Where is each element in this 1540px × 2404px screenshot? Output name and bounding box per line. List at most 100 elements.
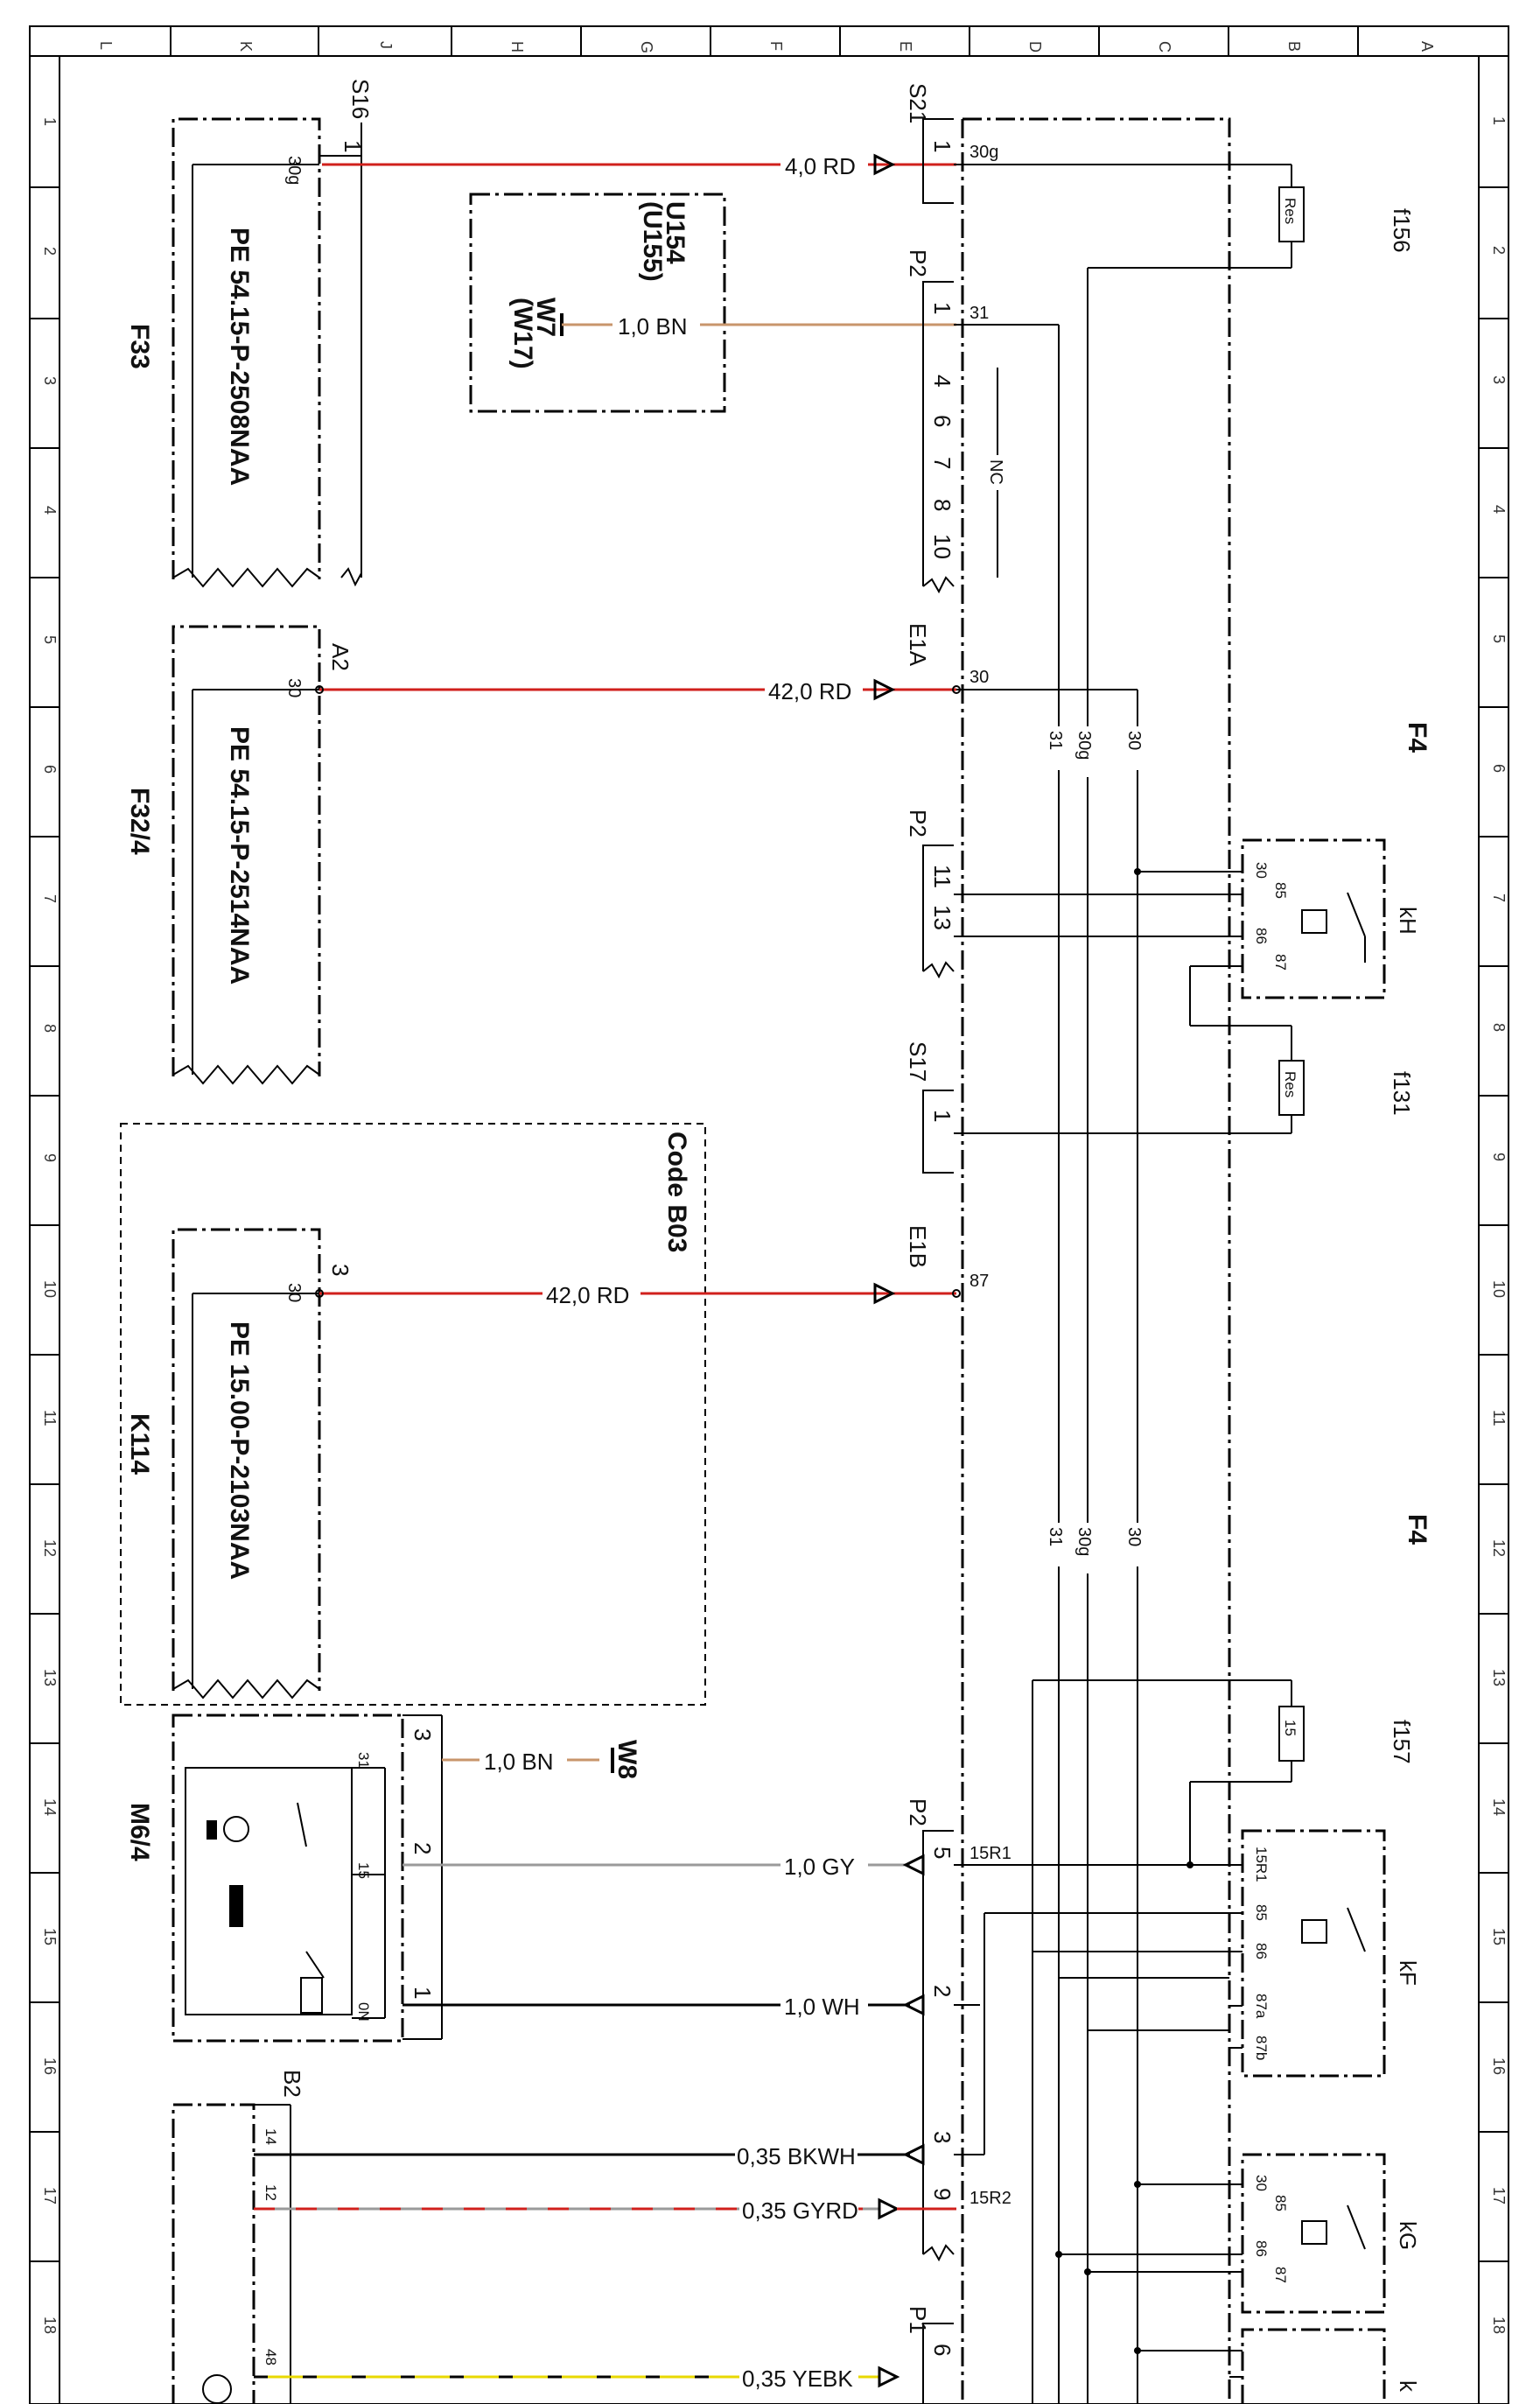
p2-pin-7: 7 — [929, 457, 956, 469]
nc-label: NC — [986, 459, 1005, 485]
p2-pin-3: 3 — [929, 2131, 956, 2143]
p1-pin-6: 6 — [929, 2344, 956, 2356]
row-label-9: 9 — [41, 1153, 59, 1162]
k114-pe-ref: PE 15.00-P-2103NAA — [225, 1321, 254, 1580]
f33-pin: 1 — [340, 140, 366, 152]
f33-terminal: 30g — [284, 156, 304, 185]
row-label-r3: 3 — [1490, 375, 1508, 384]
p2-pin-4: 4 — [929, 375, 956, 387]
m6-4-id: M6/4 — [125, 1803, 154, 1861]
row-label-r16: 16 — [1490, 2057, 1508, 2075]
fuse-f131-label: Res — [1282, 1071, 1298, 1097]
s21-label: S21 — [905, 83, 931, 123]
term-87: 87 — [970, 1272, 989, 1291]
col-label-j: J — [377, 41, 395, 49]
row-label-r8: 8 — [1490, 1023, 1508, 1032]
kf-pin-15r1: 15R1 — [1253, 1847, 1270, 1882]
col-label-h: H — [508, 41, 526, 53]
p2-label-a: P2 — [905, 249, 931, 277]
row-label-1: 1 — [41, 117, 59, 126]
row-label-6: 6 — [41, 765, 59, 774]
junctions — [315, 685, 1194, 2354]
row-label-r5: 5 — [1490, 634, 1508, 643]
code-b03: Code B03 — [662, 1132, 691, 1252]
e1a-label: E1A — [905, 623, 931, 667]
p2-pin-11: 11 — [929, 865, 956, 888]
p2-pin-2: 2 — [929, 1985, 956, 1997]
p2-pin-9: 9 — [929, 2188, 956, 2200]
kh-pin-30: 30 — [1253, 862, 1270, 879]
f4-label-a: F4 — [1403, 722, 1432, 753]
col-label-e: E — [897, 41, 914, 52]
s17-pin-1: 1 — [929, 1110, 956, 1122]
wire-label-4-0-rd: 4,0 RD — [785, 153, 856, 179]
bus-label-30g-a: 30g — [1074, 731, 1094, 760]
bus-label-31-a: 31 — [1046, 731, 1065, 750]
m6-4-num-1: 1 — [410, 1987, 436, 1999]
relay-k: k — [1229, 2328, 1421, 2404]
f4-label-b: F4 — [1403, 1514, 1432, 1545]
row-label-5: 5 — [41, 635, 59, 644]
f32-4-id: F32/4 — [125, 788, 154, 855]
frame-grid: L K J H G F E D C B A — [29, 25, 1509, 2404]
term-31: 31 — [970, 304, 989, 323]
harness-boundary — [962, 117, 1231, 2404]
relay-kg-coil-icon — [1301, 2220, 1327, 2245]
wire-label-1-0-gy: 1,0 GY — [784, 1854, 855, 1880]
row-label-15: 15 — [41, 1928, 59, 1945]
bus-label-31-b: 31 — [1046, 1527, 1065, 1546]
f33-id: F33 — [125, 324, 154, 369]
col-label-l: L — [97, 41, 115, 50]
row-label-r18: 18 — [1490, 2316, 1508, 2334]
row-label-7: 7 — [41, 894, 59, 903]
wire-label-1-0-bn: 1,0 BN — [618, 313, 688, 340]
kf-id: kF — [1395, 1960, 1421, 1986]
term-30g: 30g — [970, 143, 998, 162]
kg-id: kG — [1395, 2221, 1421, 2250]
wire-label-0-35-gyrd: 0,35 GYRD — [742, 2197, 858, 2224]
b2-pin-14: 14 — [262, 2128, 279, 2145]
row-label-r13: 13 — [1490, 1669, 1508, 1686]
kh-pin-85: 85 — [1272, 882, 1289, 899]
u154-id: U154 — [661, 201, 690, 264]
motor-icon — [223, 1816, 249, 1842]
kh-pin-87: 87 — [1272, 954, 1289, 971]
fuse-f131: Res f131 — [1229, 1025, 1415, 1134]
term-15r1: 15R1 — [970, 1844, 1012, 1863]
p2-label-b: P2 — [905, 810, 931, 838]
k114-pin: 3 — [327, 1264, 354, 1276]
col-label-f: F — [767, 41, 785, 51]
k114-id: K114 — [125, 1413, 154, 1475]
col-label-d: D — [1026, 41, 1044, 53]
m6-4-num-3: 3 — [410, 1728, 436, 1741]
p2-pin-6: 6 — [929, 415, 956, 427]
bus-label-30-b: 30 — [1124, 1527, 1144, 1546]
row-label-r15: 15 — [1490, 1928, 1508, 1945]
p2-label-c: P2 — [905, 1798, 931, 1826]
f33-connector: S16 — [347, 79, 374, 119]
wire-label-42-0-rd-a: 42,0 RD — [768, 678, 851, 704]
p2-pin-13: 13 — [929, 905, 956, 930]
row-label-11: 11 — [41, 1410, 59, 1426]
p1-label: P1 — [905, 2306, 931, 2334]
f32-4-pin: 30 — [284, 678, 304, 697]
col-label-c: C — [1156, 41, 1173, 53]
relay-coil-icon — [1301, 909, 1327, 934]
p2-connector-lower: P2 5 2 3 9 15R1 — [905, 1798, 1229, 2262]
relay-kg: 30 85 86 87 kG — [1229, 2153, 1421, 2314]
relay-kf: 15R1 85 86 87a 87b kF — [1229, 1829, 1421, 2078]
m6-4-pin-0n: 0N — [355, 2002, 372, 2022]
relay-kh: 30 85 86 87 kH — [1189, 838, 1421, 1027]
kf-pin-87b: 87b — [1253, 2036, 1270, 2060]
f33-block: 30g 1 S16 F33 PE 54.15-P-2508NAA — [125, 79, 374, 588]
row-label-r9: 9 — [1490, 1153, 1508, 1161]
m6-4-pin-31: 31 — [355, 1752, 372, 1769]
row-label-r17: 17 — [1490, 2187, 1508, 2204]
f32-4-block: 30 A2 F32/4 PE 54.15-P-2514NAA — [125, 625, 354, 1085]
col-label-k: K — [237, 41, 255, 52]
col-label-g: G — [638, 41, 655, 53]
relay-kf-coil-icon — [1301, 1919, 1327, 1944]
fuse-f157-label: 15 — [1282, 1720, 1298, 1736]
row-label-16: 16 — [41, 2057, 59, 2075]
connector-arrow — [873, 153, 896, 176]
